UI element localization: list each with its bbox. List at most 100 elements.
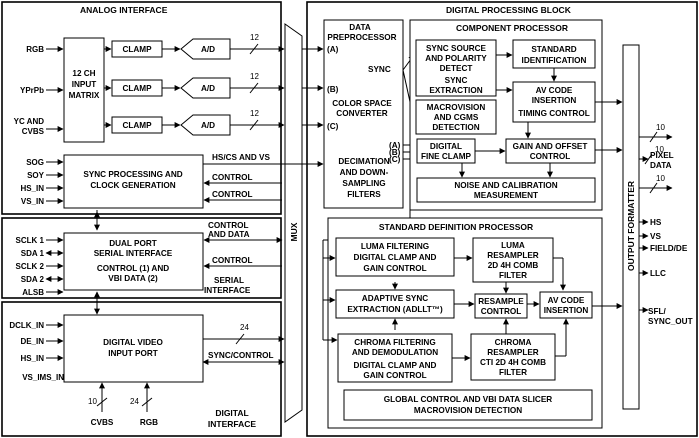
serial-block-line-4: VBI DATA (2) xyxy=(108,274,158,283)
chroma-filter-line-1: CHROMA FILTERING xyxy=(354,338,435,347)
hs-in-video-pin: HS_IN xyxy=(20,354,44,363)
sync-control-video-label: SYNC/CONTROL xyxy=(208,351,274,360)
standard-identification-block xyxy=(512,39,596,69)
llc-output-label: LLC xyxy=(650,269,666,278)
yprpb-input-label: YPrPb xyxy=(20,86,44,95)
control-and-data-line-2: AND DATA xyxy=(208,230,250,239)
serial-block-line-2: SERIAL INTERFACE xyxy=(94,249,173,258)
global-control-line-2: MACROVISION DETECTION xyxy=(414,406,522,415)
pixel-bus-width-3: 10 xyxy=(656,174,665,183)
color-space-line-1: COLOR SPACE xyxy=(332,99,392,108)
clamp-label-2: CLAMP xyxy=(122,84,152,93)
clamp-label-1: CLAMP xyxy=(122,45,152,54)
pixel-data-line-2: DATA xyxy=(650,161,672,170)
serial-interface-label-2: INTERFACE xyxy=(204,286,251,295)
chroma-resampler-line-2: RESAMPLER xyxy=(487,348,538,357)
resample-control-block xyxy=(474,293,528,319)
sync-source-line-2: AND POLARITY xyxy=(425,54,487,63)
standard-id-line-1: STANDARD xyxy=(531,45,576,54)
data-preprocessor-block xyxy=(323,19,404,209)
de-in-pin: DE_IN xyxy=(20,337,44,346)
av-code-insertion-sd-block xyxy=(539,291,593,319)
input-matrix-line-3: MATRIX xyxy=(69,91,100,100)
adaptive-sync-line-2: EXTRACTION (ADLLT™) xyxy=(347,305,443,314)
video-block-line-1: DIGITAL VIDEO xyxy=(103,338,163,347)
alsb-pin: ALSB xyxy=(22,288,44,297)
bus-width-2: 12 xyxy=(250,72,259,81)
component-port-b: (B) xyxy=(389,148,401,157)
macrovision-block xyxy=(415,99,497,135)
chroma-filter-line-4: GAIN CONTROL xyxy=(363,371,426,380)
sync-extraction-line-2: EXTRACTION xyxy=(429,86,482,95)
serial-interface-label-1: SERIAL xyxy=(214,276,244,285)
digital-interface-label-2: INTERFACE xyxy=(208,419,257,429)
serial-interface-block xyxy=(63,232,204,291)
mux-block xyxy=(284,23,303,423)
preprocessor-title-1: DATA xyxy=(349,23,371,32)
component-port-a: (A) xyxy=(389,141,401,150)
av-code-line-2: INSERTION xyxy=(532,96,577,105)
sync-source-line-1: SYNC SOURCE xyxy=(426,44,487,53)
luma-resampler-block xyxy=(472,237,554,283)
sync-control-label-1: CONTROL xyxy=(212,173,252,182)
field-de-output-label: FIELD/DE xyxy=(650,244,688,253)
global-control-block xyxy=(343,389,593,421)
adc-label-3: A/D xyxy=(201,121,215,130)
hs-cs-vs-label: HS/CS AND VS xyxy=(212,153,270,162)
sda1-pin: SDA 1 xyxy=(21,249,45,258)
resample-control-line-1: RESAMPLE xyxy=(478,297,524,306)
cvbs-bus-width: 10 xyxy=(88,397,97,406)
rgb-bus-width: 24 xyxy=(130,397,139,406)
yc-input-label: YC AND xyxy=(14,117,45,126)
output-pixel-buses: 10 10 10 PIXEL DATA xyxy=(639,123,674,194)
rgb-bottom-label: RGB xyxy=(140,418,158,427)
luma-filter-line-1: LUMA FILTERING xyxy=(361,242,429,251)
chroma-resampler-line-3: CTI 2D 4H COMB xyxy=(480,358,546,367)
cvbs-input-label: CVBS xyxy=(22,127,45,136)
sd-av-code-line-1: AV CODE xyxy=(548,296,585,305)
luma-filter-line-2: DIGITAL CLAMP AND xyxy=(354,253,437,262)
gain-offset-line-1: GAIN AND OFFSET xyxy=(513,142,588,151)
av-code-insertion-component-block xyxy=(512,81,596,123)
sync-source-block xyxy=(415,39,497,97)
output-formatter-label: OUTPUT FORMATTER xyxy=(626,181,636,271)
video-bus-width: 24 xyxy=(240,323,249,332)
sfl-output-label: SFL/ xyxy=(648,307,666,316)
sd-processor-title: STANDARD DEFINITION PROCESSOR xyxy=(379,222,533,232)
av-code-line-1: AV CODE xyxy=(536,86,573,95)
sync-processing-line-1: SYNC PROCESSING AND xyxy=(83,170,182,179)
chroma-resampler-line-4: FILTER xyxy=(499,368,527,377)
component-port-c: (C) xyxy=(389,155,401,164)
bus-width-3: 12 xyxy=(250,109,259,118)
chroma-filtering-block xyxy=(337,333,453,383)
bus-width-1: 12 xyxy=(250,33,259,42)
noise-line-2: MEASUREMENT xyxy=(474,191,538,200)
noise-calibration-block xyxy=(416,177,596,203)
component-processor-title: COMPONENT PROCESSOR xyxy=(456,23,568,33)
sclk2-pin: SCLK 2 xyxy=(16,262,45,271)
macrovision-line-3: DETECTION xyxy=(432,123,479,132)
pixel-bus-width-1: 10 xyxy=(656,123,665,132)
preprocessor-port-c: (C) xyxy=(327,122,339,131)
hs-in-pin: HS_IN xyxy=(20,184,44,193)
sync-control-label-2: CONTROL xyxy=(212,190,252,199)
macrovision-line-1: MACROVISION xyxy=(427,103,486,112)
sync-processing-block xyxy=(63,154,204,209)
serial-control-label: CONTROL xyxy=(212,256,252,265)
adaptive-sync-line-1: ADAPTIVE SYNC xyxy=(362,294,429,303)
mux-label: MUX xyxy=(289,222,299,241)
sda2-pin: SDA 2 xyxy=(21,275,45,284)
adaptive-sync-block xyxy=(335,289,455,319)
global-control-line-1: GLOBAL CONTROL AND VBI DATA SLICER xyxy=(384,395,553,404)
sog-pin: SOG xyxy=(26,158,44,167)
gain-offset-line-2: CONTROL xyxy=(530,152,570,161)
vs-in-pin: VS_IN xyxy=(21,197,44,206)
adc-label-1: A/D xyxy=(201,45,215,54)
analog-channel-1: CLAMP A/D 12 xyxy=(104,33,285,60)
timing-control-label: TIMING CONTROL xyxy=(518,109,589,118)
luma-resampler-line-3: 2D 4H COMB xyxy=(488,261,539,270)
sync-source-line-3: DETECT xyxy=(440,64,473,73)
chroma-resampler-line-1: CHROMA xyxy=(495,338,532,347)
decimation-line-1: DECIMATION xyxy=(338,157,389,166)
